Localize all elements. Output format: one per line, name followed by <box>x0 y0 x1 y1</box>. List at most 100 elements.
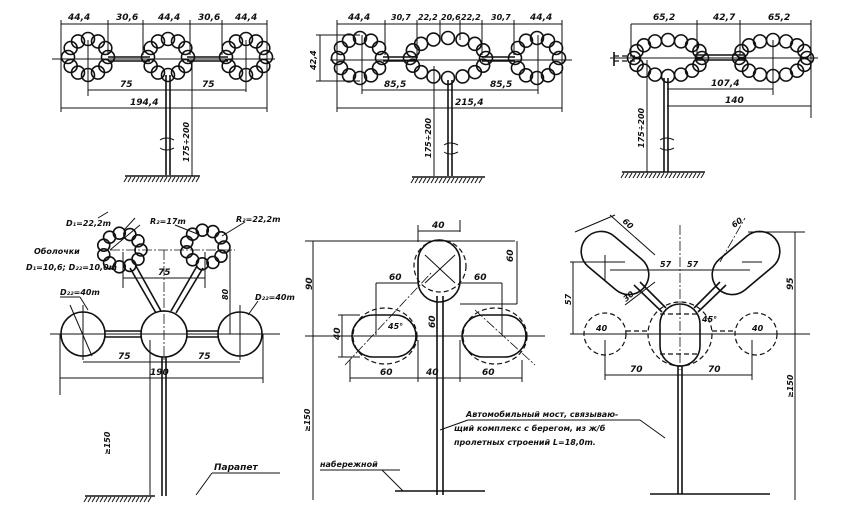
panel-bottom-2-structure <box>305 220 666 500</box>
shell-bubble <box>540 68 556 83</box>
shell-bubble <box>467 64 483 80</box>
dim-label: 42,4 <box>309 50 318 71</box>
shell-bubble <box>660 32 676 48</box>
dim-label: 90 <box>305 277 315 290</box>
shell-bubble <box>440 30 456 46</box>
shell-bubble <box>178 40 193 56</box>
ground-hatch <box>644 172 649 179</box>
ground-hatch <box>632 172 637 179</box>
dim-label: 75 <box>198 352 211 362</box>
dim-label: 44,4 <box>347 13 370 23</box>
ground-hatch <box>91 496 96 503</box>
shell-bubble <box>455 69 470 84</box>
dim-label: 57 <box>660 260 672 269</box>
ground-hatch <box>478 177 483 184</box>
shell-bubble <box>90 65 106 80</box>
shell-bubble <box>374 50 390 66</box>
ground-hatch <box>652 172 657 179</box>
panel-bottom-2-labels: 40 90 60 60 60 40 45° 60 60 40 60 ≥150 н… <box>303 221 618 469</box>
shell-bubble <box>371 40 387 56</box>
ground-hatch <box>115 496 120 503</box>
shell-bubble <box>60 49 76 65</box>
panel-top-1-structure <box>52 20 275 177</box>
shell-bubble <box>248 65 264 80</box>
dim-label: 60 <box>482 368 495 378</box>
shell-bubble <box>692 43 707 59</box>
ground-hatch <box>159 176 164 183</box>
shell-bubble <box>731 50 747 66</box>
dim-label: 95 <box>786 277 796 290</box>
ground-hatch <box>171 176 176 183</box>
ground-hatch <box>83 496 88 503</box>
ground-hatch <box>127 176 132 183</box>
dim-label: 60 <box>380 368 393 378</box>
dim-label: 194,4 <box>130 98 158 108</box>
ground-hatch <box>99 496 104 503</box>
shell-bubble <box>134 243 148 257</box>
dim-label: 40 <box>595 324 608 333</box>
ground-hatch <box>195 176 200 183</box>
ground-hatch <box>628 172 633 179</box>
shell-bubble <box>752 34 768 49</box>
shell-bubble <box>70 34 86 49</box>
shell-bubble <box>195 223 210 237</box>
shell-bubble <box>112 226 127 240</box>
ground-hatch <box>418 177 423 184</box>
shell-bubble <box>80 31 96 47</box>
ground-hatch <box>636 172 641 179</box>
shell-bubble <box>123 258 137 273</box>
panel-top-3-labels: 65,2 42,7 65,2 107,4 140 175÷200 <box>637 13 790 148</box>
dim-label: 20,6 <box>441 13 461 22</box>
shell-bubble <box>426 69 441 84</box>
parapet-label: Парапет <box>214 463 258 473</box>
dim-label: 57 <box>564 293 573 305</box>
dim-label: 80 <box>221 288 230 300</box>
shell-bubble <box>256 40 271 56</box>
dim-label: 60 <box>389 273 402 283</box>
shell-bubble <box>150 34 166 49</box>
dim-label: 22,2 <box>418 13 438 22</box>
dim-label: 107,4 <box>711 79 739 89</box>
dim-label: 40 <box>751 324 764 333</box>
dim-label: 40 <box>333 327 343 341</box>
height-label: 175÷200 <box>182 121 191 162</box>
shell-bubble <box>540 33 556 48</box>
shell-bubble <box>80 67 96 83</box>
ground-hatch <box>438 177 443 184</box>
shell-bubble <box>551 50 567 66</box>
ground-hatch <box>624 172 629 179</box>
note-label: D₁=10,6; D₂₂=10,0m <box>26 263 117 272</box>
ground-hatch <box>147 176 152 183</box>
ground-hatch <box>155 176 160 183</box>
embankment-label: набережной <box>320 459 378 469</box>
ground-hatch <box>131 496 136 503</box>
dim-label: 44,4 <box>529 13 552 23</box>
ground-hatch <box>470 177 475 184</box>
ground-hatch <box>139 176 144 183</box>
ground-hatch <box>167 176 172 183</box>
shell-bubble <box>529 70 545 86</box>
shell-bubble <box>179 244 194 259</box>
shell-bubble <box>475 43 491 58</box>
ground-hatch <box>450 177 455 184</box>
dim-label: 75 <box>202 80 215 90</box>
bridge-note: щий комплекс с берегом, из ж/б <box>454 423 606 433</box>
dim-label: 40 <box>425 368 439 378</box>
shell-bubble <box>258 49 274 65</box>
shell-bubble <box>131 234 145 248</box>
shell-bubble <box>510 40 526 56</box>
ground-hatch <box>660 172 665 179</box>
dim-label: R₂=17m <box>150 217 186 226</box>
ground-hatch <box>123 496 128 503</box>
angle-label: 45° <box>701 315 717 324</box>
shell-bubble <box>626 50 642 66</box>
panel-top-2-labels: 44,4 30,7 22,2 20,6 22,2 30,7 44,4 42,4 … <box>309 13 552 158</box>
shell-bubble <box>100 49 116 65</box>
dim-label: 30,7 <box>391 13 411 22</box>
height-label: ≥150 <box>786 374 795 398</box>
shell-bubble <box>371 60 387 76</box>
ground-hatch <box>462 177 467 184</box>
shell-bubble <box>455 32 470 47</box>
dim-label: 60 <box>621 217 636 231</box>
height-label: 175÷200 <box>637 107 646 148</box>
